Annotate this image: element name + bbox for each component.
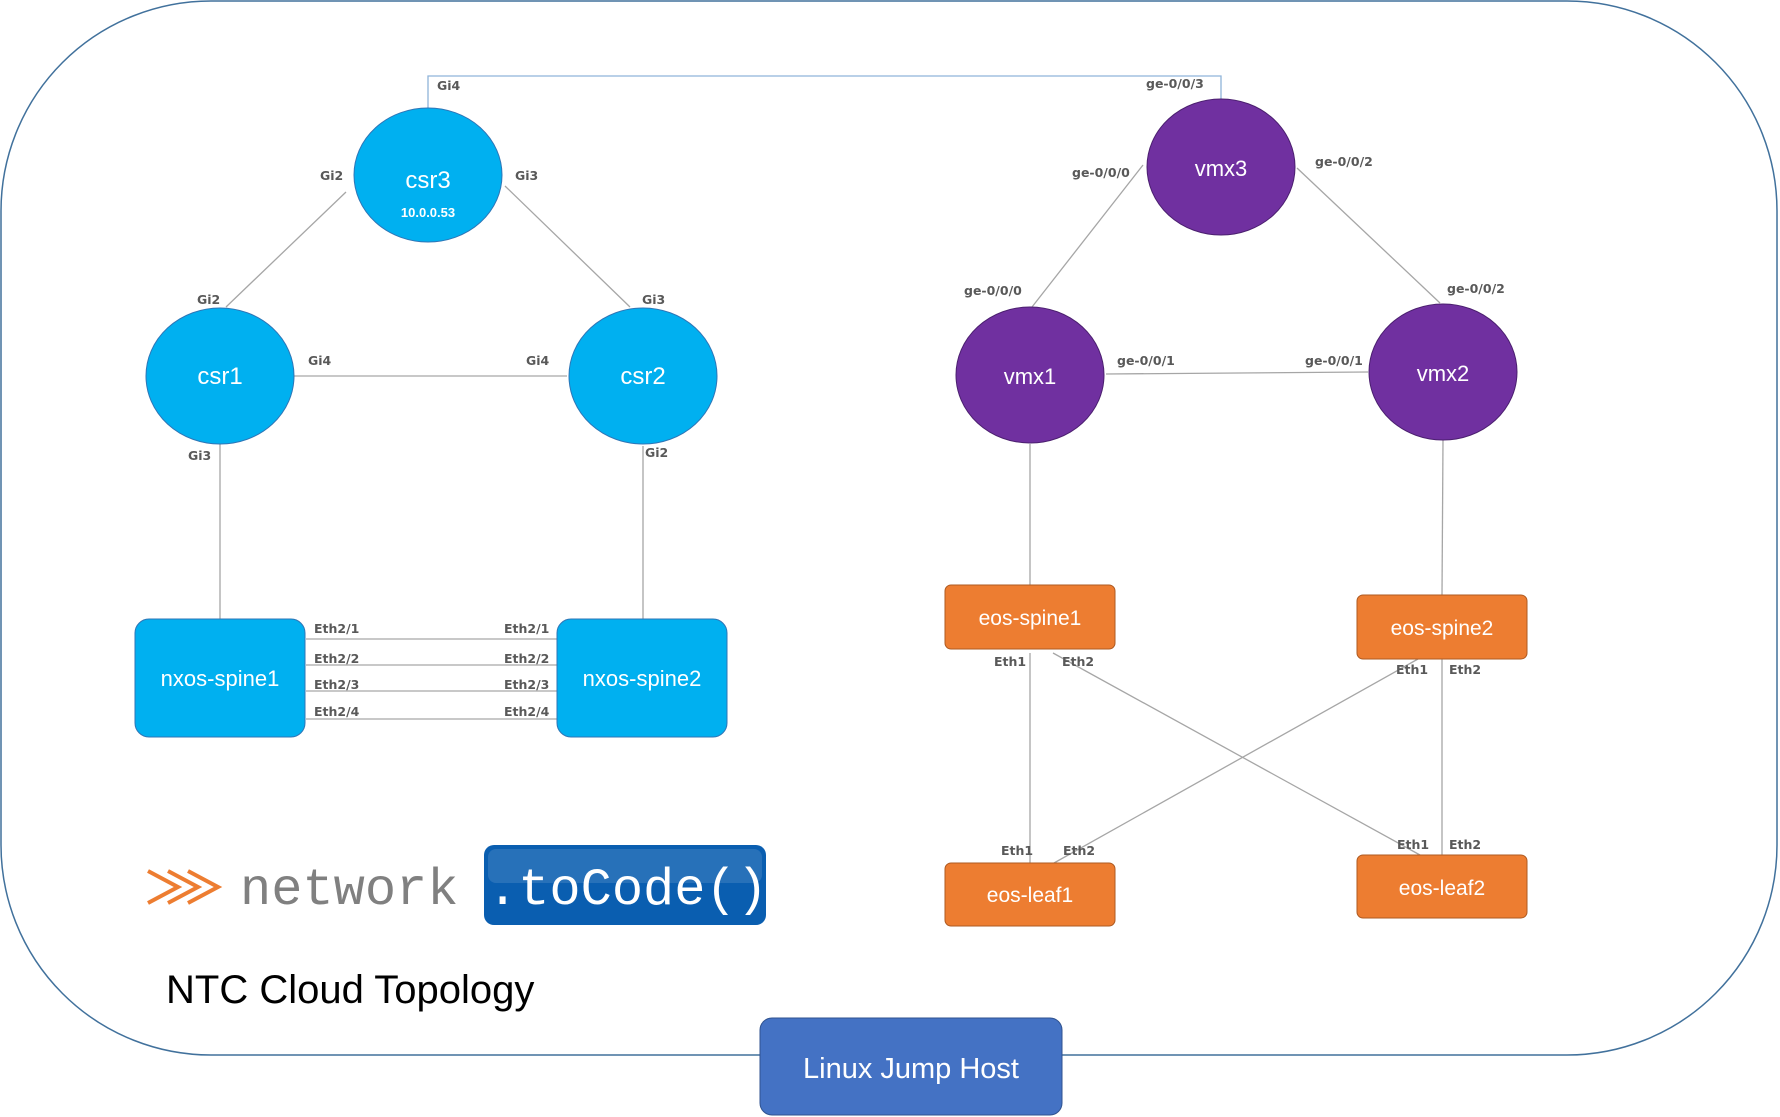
node-label: csr2	[620, 363, 665, 390]
port-label: Eth2	[1449, 662, 1481, 677]
port-label: Eth1	[994, 654, 1026, 669]
port-label: Gi3	[515, 168, 538, 183]
node-csr1[interactable]: csr1	[145, 307, 295, 445]
node-nxos-spine1[interactable]: nxos-spine1	[134, 618, 306, 738]
port-label: Gi3	[188, 448, 211, 463]
node-vmx1[interactable]: vmx1	[955, 306, 1105, 444]
port-label: Eth2	[1063, 843, 1095, 858]
node-label: nxos-spine2	[583, 666, 702, 691]
port-label: Gi2	[320, 168, 343, 183]
node-eos-leaf2[interactable]: eos-leaf2	[1356, 854, 1528, 919]
node-eos-spine1[interactable]: eos-spine1	[944, 584, 1116, 650]
node-vmx2[interactable]: vmx2	[1368, 303, 1518, 441]
node-ip-label: 10.0.0.53	[401, 205, 455, 220]
node-label: csr1	[197, 363, 242, 390]
port-label: Gi4	[308, 353, 332, 368]
node-nxos-spine2[interactable]: nxos-spine2	[556, 618, 728, 738]
link-csr3-csr2	[504, 185, 631, 308]
port-label: ge-0/0/0	[964, 283, 1022, 298]
node-csr3[interactable]: csr3 10.0.0.53	[353, 107, 503, 243]
node-label: vmx3	[1195, 156, 1248, 181]
port-label: Eth2/3	[314, 677, 359, 692]
port-label: ge-0/0/1	[1305, 353, 1363, 368]
port-label: Eth2	[1062, 654, 1094, 669]
node-label: nxos-spine1	[161, 666, 280, 691]
nodes: csr3 10.0.0.53 csr1 csr2 nxos-spine1 nxo…	[134, 98, 1528, 927]
links	[219, 75, 1444, 864]
node-label: eos-spine1	[979, 607, 1082, 630]
node-vmx3[interactable]: vmx3	[1146, 98, 1296, 236]
logo-badge-shine	[488, 849, 762, 883]
node-csr2[interactable]: csr2	[568, 307, 718, 445]
port-label: Eth1	[1397, 837, 1429, 852]
port-label: Gi4	[526, 353, 550, 368]
port-label: ge-0/0/3	[1146, 76, 1204, 91]
node-eos-leaf1[interactable]: eos-leaf1	[944, 862, 1116, 927]
node-label: eos-leaf1	[987, 884, 1073, 907]
port-label: Gi2	[645, 445, 668, 460]
port-label: Gi3	[642, 292, 665, 307]
chevrons-icon	[147, 869, 223, 905]
link-vmx3-vmx1	[1031, 164, 1144, 308]
logo-badge	[484, 845, 766, 925]
port-label: ge-0/0/0	[1072, 165, 1130, 180]
port-label: Eth2/1	[504, 621, 549, 636]
node-eos-spine2[interactable]: eos-spine2	[1356, 594, 1528, 660]
port-label: Eth2/2	[314, 651, 359, 666]
link-vmx3-vmx2	[1296, 167, 1441, 304]
node-label: eos-spine2	[1391, 617, 1494, 640]
port-label: Eth2/2	[504, 651, 549, 666]
link-vmx2-eos-spine2	[1441, 439, 1444, 596]
node-label: eos-leaf2	[1399, 877, 1485, 900]
node-linux-jump-host[interactable]: Linux Jump Host	[759, 1017, 1063, 1116]
port-label: Eth2	[1449, 837, 1481, 852]
link-csr3-vmx3	[427, 75, 1222, 110]
node-label: vmx2	[1417, 361, 1470, 386]
link-s2-l1	[1053, 658, 1419, 864]
port-label: Eth2/4	[314, 704, 360, 719]
port-label: Eth1	[1001, 843, 1033, 858]
port-label: ge-0/0/2	[1447, 281, 1505, 296]
port-label: Eth2/3	[504, 677, 549, 692]
logo-suffix: .toCode()	[487, 861, 768, 920]
port-label: Gi2	[197, 292, 220, 307]
port-labels: Gi4 ge-0/0/3 Gi2 Gi2 Gi3 Gi3 Gi4 Gi4 Gi3…	[188, 76, 1505, 858]
link-vmx1-vmx2	[1105, 371, 1369, 375]
port-label: ge-0/0/2	[1315, 154, 1373, 169]
network-to-code-logo: network .toCode()	[147, 845, 768, 925]
node-label: vmx1	[1004, 364, 1057, 389]
port-label: Eth2/4	[504, 704, 550, 719]
node-label: csr3	[405, 167, 450, 194]
logo-word: network	[240, 861, 458, 920]
port-label: Gi4	[437, 78, 461, 93]
jump-host-label: Linux Jump Host	[803, 1053, 1019, 1085]
diagram-title: NTC Cloud Topology	[166, 968, 534, 1012]
port-label: Eth2/1	[314, 621, 359, 636]
link-csr3-csr1	[225, 191, 347, 308]
port-label: Eth1	[1396, 662, 1428, 677]
link-s1-l2	[1052, 652, 1421, 856]
port-label: ge-0/0/1	[1117, 353, 1175, 368]
